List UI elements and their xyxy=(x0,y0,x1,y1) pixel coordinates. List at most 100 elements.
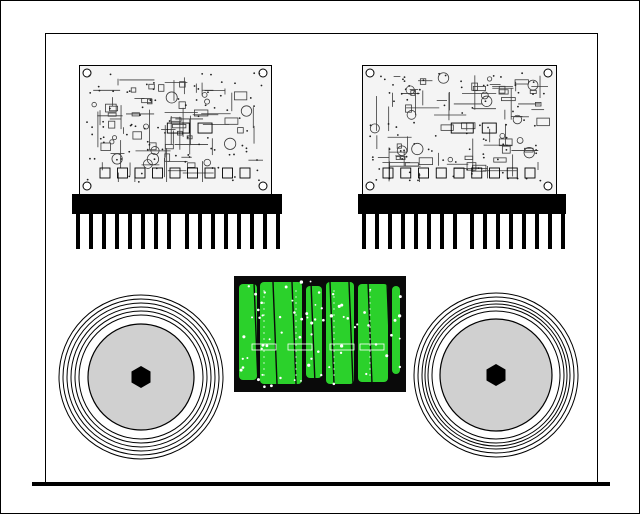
board-pad xyxy=(408,179,411,182)
psu-pad xyxy=(339,344,344,348)
board-pad xyxy=(482,84,485,87)
board-output-transistor xyxy=(382,167,394,179)
psu-gap xyxy=(329,281,335,385)
board-pad xyxy=(430,150,433,152)
board-pad xyxy=(164,131,166,134)
heatsink-fin xyxy=(185,212,189,249)
board-pad xyxy=(380,75,382,78)
transformer-winding xyxy=(58,294,224,460)
psu-pad xyxy=(306,316,309,319)
board-pad xyxy=(403,80,406,82)
transformer-winding xyxy=(427,306,565,444)
board-pad xyxy=(139,114,141,117)
board-pad xyxy=(375,178,378,181)
board-pad xyxy=(401,157,404,160)
heatsink-base xyxy=(358,194,566,214)
board-pad xyxy=(399,157,402,159)
transformer-winding xyxy=(78,314,204,440)
board-output-transistor xyxy=(418,167,429,179)
board-component xyxy=(172,123,187,129)
psu-pad xyxy=(251,316,254,319)
board-component xyxy=(131,112,140,117)
board-component xyxy=(437,72,450,84)
psu-pad xyxy=(310,321,314,325)
board-pad xyxy=(146,148,149,151)
transformer-winding xyxy=(417,296,575,454)
board-pad xyxy=(93,157,96,160)
board-pad xyxy=(506,144,508,147)
board-component xyxy=(536,117,550,127)
psu-silkscreen xyxy=(359,343,385,351)
board-pad xyxy=(174,154,177,157)
heatsink-fin xyxy=(154,212,158,249)
psu-pad xyxy=(365,372,368,376)
board-pad xyxy=(371,156,374,159)
board-pad xyxy=(454,161,457,163)
board-component xyxy=(523,147,535,159)
board-pad xyxy=(234,82,236,85)
board-pad xyxy=(396,134,399,136)
heatsink-fin xyxy=(388,212,392,249)
board-pad xyxy=(187,154,190,156)
psu-pad xyxy=(367,324,370,327)
board-pad xyxy=(404,88,407,91)
board-pad xyxy=(400,92,403,95)
board-component xyxy=(165,91,178,104)
heatsink-fin xyxy=(128,212,132,249)
board-pad xyxy=(184,104,187,107)
board-component xyxy=(418,157,433,166)
board-pad xyxy=(486,84,489,87)
board-pad xyxy=(238,117,241,120)
psu-pad xyxy=(261,373,264,376)
board-pad xyxy=(97,85,100,88)
board-component xyxy=(91,101,97,108)
psu-copper xyxy=(239,284,257,380)
board-component xyxy=(111,153,123,165)
psu-pad xyxy=(247,285,251,288)
board-component xyxy=(164,153,171,162)
board-pad xyxy=(137,180,140,183)
board-component xyxy=(535,102,542,107)
board-header xyxy=(450,122,474,134)
board-output-transistor xyxy=(134,167,146,179)
psu-pad xyxy=(398,337,401,340)
board-pad xyxy=(140,172,143,175)
board-pad xyxy=(438,72,441,75)
board-pad xyxy=(125,133,128,136)
board-pad xyxy=(393,100,395,103)
board-pad xyxy=(403,76,406,78)
heatsink-fin xyxy=(263,212,267,249)
board-pad xyxy=(245,150,248,153)
board-pad xyxy=(220,81,223,84)
board-pad xyxy=(128,90,131,93)
board-header xyxy=(481,122,497,134)
board-pad xyxy=(535,149,538,151)
psu-pad xyxy=(261,314,264,317)
board-pad xyxy=(517,91,520,94)
board-pad xyxy=(141,106,144,109)
board-pad xyxy=(485,139,487,142)
board-component xyxy=(498,138,513,147)
board-pad xyxy=(195,99,198,101)
psu-pad xyxy=(317,350,320,353)
board-pad xyxy=(89,157,91,160)
board-component xyxy=(411,142,424,156)
board-component xyxy=(396,145,408,156)
board-pad xyxy=(153,158,156,161)
board-component xyxy=(100,142,111,151)
board-component xyxy=(512,114,523,125)
board-pad xyxy=(126,91,129,94)
board-pad xyxy=(213,106,216,109)
board-component xyxy=(149,142,157,151)
psu-pad xyxy=(393,318,397,322)
heatsink-fin xyxy=(362,212,366,249)
board-output-transistor xyxy=(239,167,251,179)
board-pad xyxy=(369,135,372,138)
psu-pad xyxy=(263,385,266,389)
power-supply-board xyxy=(234,276,406,392)
transformer-winding xyxy=(70,306,212,448)
board-component xyxy=(395,156,406,160)
board-pad xyxy=(492,75,495,77)
board-pad xyxy=(109,73,112,76)
board-pad xyxy=(383,78,386,81)
